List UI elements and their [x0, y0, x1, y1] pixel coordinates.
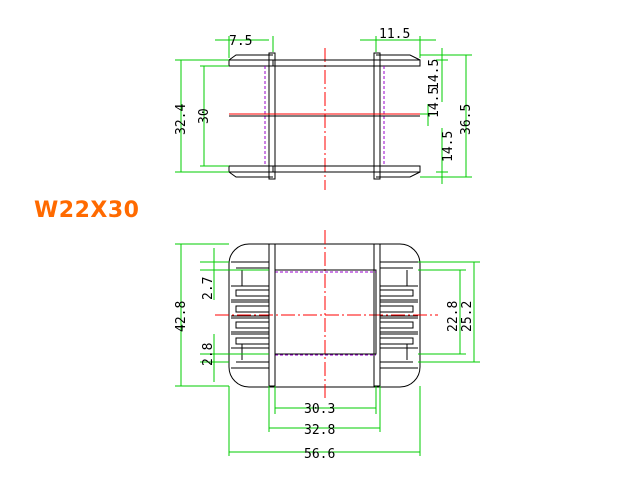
dim-bottom-30-3: 30.3 — [304, 402, 335, 417]
dim-top-11-5: 11.5 — [379, 27, 410, 42]
dim-bottom-25-2: 25.2 — [460, 301, 475, 332]
dim-bottom-32-8: 32.8 — [304, 423, 335, 438]
dim-top-32-4: 32.4 — [174, 104, 189, 135]
dim-top-36-5: 36.5 — [459, 104, 474, 135]
dim-top-14-5-mid: 14.5 — [427, 87, 442, 118]
dim-top-30: 30 — [197, 108, 212, 124]
top-view-dimensions — [175, 36, 472, 184]
part-title: W22X30 — [34, 198, 140, 223]
dim-top-14-5-upper: 14.5 — [427, 59, 442, 90]
bottom-view-dim-text: 42.8 2.7 2.8 22.8 25.2 30.3 32.8 56.6 — [174, 277, 475, 462]
dim-bottom-56-6: 56.6 — [304, 447, 335, 462]
bottom-right-fins — [379, 261, 418, 369]
dim-bottom-42-8: 42.8 — [174, 301, 189, 332]
top-view — [228, 48, 435, 190]
dim-bottom-2-8: 2.8 — [201, 343, 216, 366]
bottom-left-fins — [231, 261, 270, 369]
dim-top-14-5-lower: 14.5 — [441, 131, 456, 162]
bottom-view — [215, 230, 438, 398]
dim-bottom-2-7: 2.7 — [201, 277, 216, 300]
top-flange-upper — [228, 54, 421, 67]
top-flange-lower — [228, 165, 421, 178]
dim-top-7-5: 7.5 — [229, 34, 252, 49]
top-view-dim-text: 7.5 11.5 32.4 30 14.5 14.5 14.5 36.5 — [174, 27, 474, 162]
dim-bottom-22-8: 22.8 — [446, 301, 461, 332]
bottom-view-dimensions — [175, 243, 480, 456]
